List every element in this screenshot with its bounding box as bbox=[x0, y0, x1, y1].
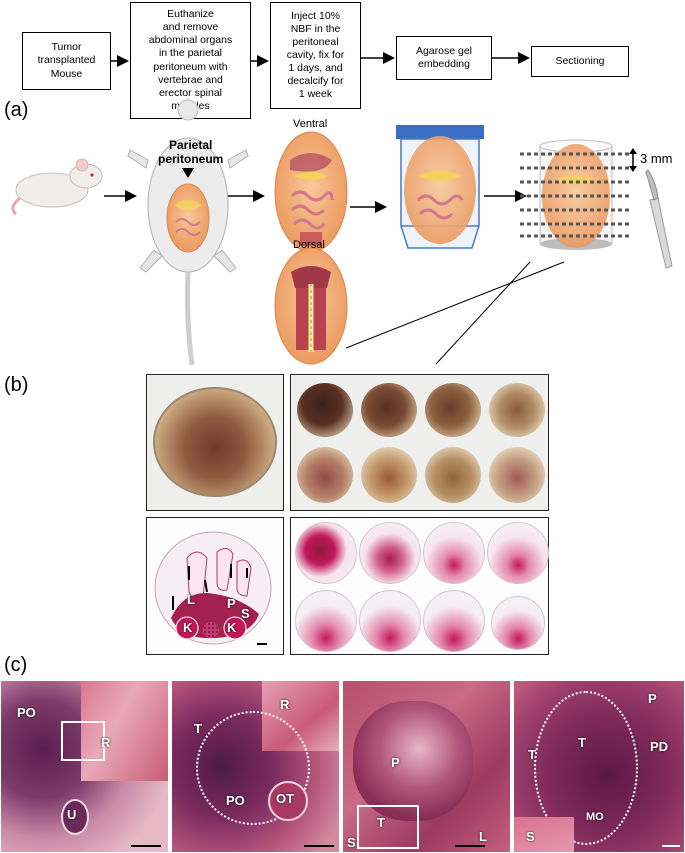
mouse-body-illustration bbox=[127, 99, 249, 366]
micro3-scalebar bbox=[455, 845, 485, 847]
flow-step-inject-nbf: Inject 10% NBF in the peritoneal cavity,… bbox=[270, 2, 361, 109]
micro4-scalebar bbox=[662, 845, 680, 847]
micro2-label-t: T bbox=[194, 721, 202, 736]
micro2-label-ot: OT bbox=[276, 791, 295, 806]
he-section-large: L P S K K bbox=[146, 517, 284, 655]
micro3-label-s: S bbox=[347, 835, 356, 850]
flow-step-sectioning: Sectioning bbox=[531, 46, 629, 77]
he-label-pancreas: P bbox=[227, 596, 236, 611]
agarose-mold-illustration bbox=[396, 125, 484, 249]
dorsal-label: Dorsal bbox=[293, 239, 325, 251]
flow-arrows bbox=[111, 52, 530, 67]
panel-label-c: (c) bbox=[4, 654, 28, 676]
micro4-label-t1: T bbox=[528, 747, 536, 762]
he-label-liver: L bbox=[187, 592, 195, 607]
parietal-peritoneum-label: Parietal peritoneum bbox=[158, 138, 224, 166]
he-label-kidney-right: K bbox=[227, 620, 237, 635]
gross-specimen-large bbox=[146, 374, 284, 511]
slice-thickness-label: 3 mm bbox=[640, 151, 673, 166]
he-section-large-drawing bbox=[154, 531, 272, 645]
micrograph-1: PO R U bbox=[0, 680, 169, 853]
micro1-label-r: R bbox=[101, 735, 111, 750]
he-section-grid bbox=[290, 517, 549, 655]
micro4-label-t2: T bbox=[578, 735, 586, 750]
he-label-kidney-left: K bbox=[183, 620, 193, 635]
micrograph-2: T R PO OT bbox=[171, 680, 340, 853]
flow-step-euthanize: Euthanize and remove abdominal organs in… bbox=[130, 2, 251, 119]
micro3-label-l: L bbox=[479, 829, 487, 844]
rat-illustration bbox=[11, 158, 103, 216]
flow-step-tumor-mouse: Tumor transplanted Mouse bbox=[22, 32, 111, 90]
micrograph-4: P T T PD MO S bbox=[513, 680, 685, 853]
micro4-label-p: P bbox=[648, 691, 657, 706]
ventral-label: Ventral bbox=[293, 118, 328, 130]
micro4-label-mo: MO bbox=[586, 811, 604, 823]
micro2-label-r: R bbox=[280, 697, 290, 712]
micro1-label-po: PO bbox=[17, 705, 36, 720]
connector-line-1 bbox=[345, 261, 565, 349]
flow-step-agarose: Agarose gel embedding bbox=[396, 36, 492, 80]
gel-cylinder-illustration bbox=[520, 139, 637, 250]
micro2-label-po: PO bbox=[226, 793, 245, 808]
micro3-label-t: T bbox=[377, 815, 385, 830]
dorsal-organs-illustration bbox=[274, 247, 348, 365]
gross-specimen-grid bbox=[290, 374, 549, 511]
micrograph-3: P T S L bbox=[342, 680, 511, 853]
ventral-organs-illustration bbox=[274, 131, 348, 253]
panel-label-a: (a) bbox=[4, 99, 29, 121]
panel-label-b: (b) bbox=[4, 374, 29, 396]
connector-line-2 bbox=[435, 261, 531, 365]
micro2-scalebar bbox=[304, 845, 334, 847]
micro4-label-s: S bbox=[526, 829, 535, 844]
micro3-label-p: P bbox=[391, 755, 400, 770]
he-label-spleen: S bbox=[241, 606, 250, 621]
scalpel-illustration bbox=[645, 169, 673, 269]
micro1-scalebar bbox=[131, 845, 161, 847]
micro1-label-u: U bbox=[67, 807, 77, 822]
micro4-label-pd: PD bbox=[650, 739, 669, 754]
